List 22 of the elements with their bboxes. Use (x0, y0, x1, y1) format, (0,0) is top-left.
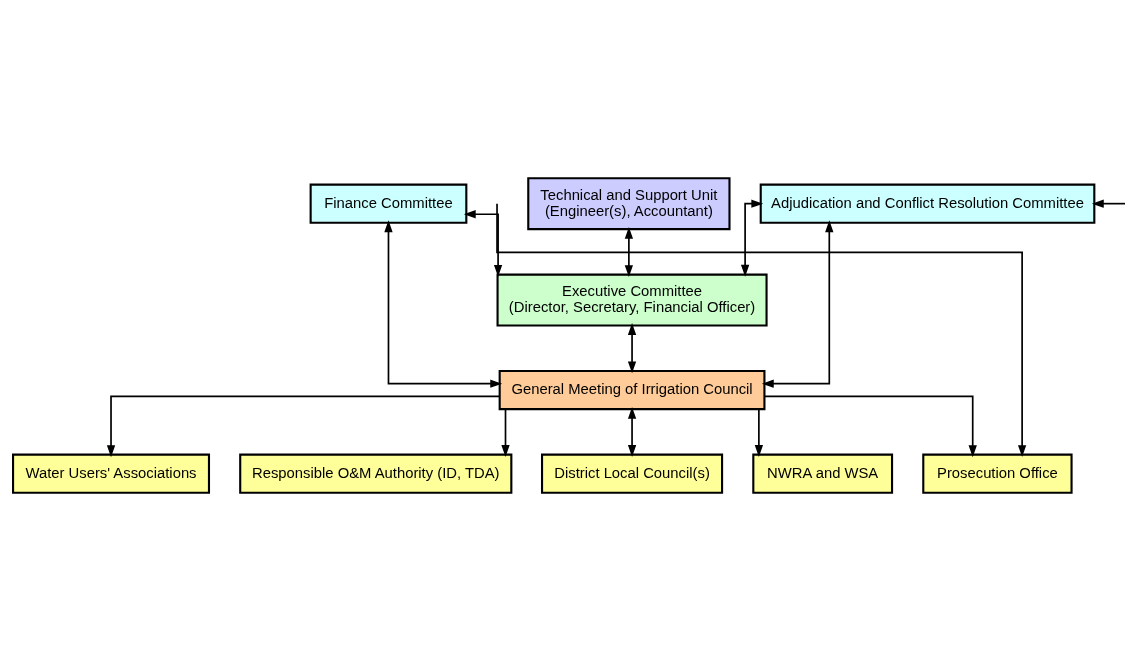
node-box: District Local Council(s) (541, 453, 724, 494)
node-box: Prosecution Office (922, 453, 1073, 494)
node-box: Adjudication and Conflict Resolution Committee (759, 183, 1096, 224)
arrow (754, 408, 764, 457)
node-box: Technical and Support Unit (Engineer(s), Accountant) (527, 177, 731, 231)
node-box: Responsible O&M Authority (ID, TDA) (239, 453, 513, 494)
arrow (463, 210, 503, 277)
arrow (384, 220, 503, 388)
node-box: General Meeting of Irrigation Council (498, 369, 766, 411)
arrow (106, 395, 501, 458)
arrow (740, 199, 764, 277)
arrow (624, 226, 634, 277)
arrow (627, 406, 637, 457)
node-box: Finance Committee (309, 183, 468, 224)
arrow (627, 323, 637, 374)
node-box: Water Users' Associations (12, 453, 211, 494)
node-box: NWRA and WSA (752, 453, 894, 494)
arrow (763, 395, 977, 458)
arrow (761, 220, 834, 388)
arrow (1091, 199, 1126, 208)
arrow (501, 408, 510, 457)
node-box: Executive Committee (Director, Secretary, Financial Officer) (496, 273, 768, 327)
